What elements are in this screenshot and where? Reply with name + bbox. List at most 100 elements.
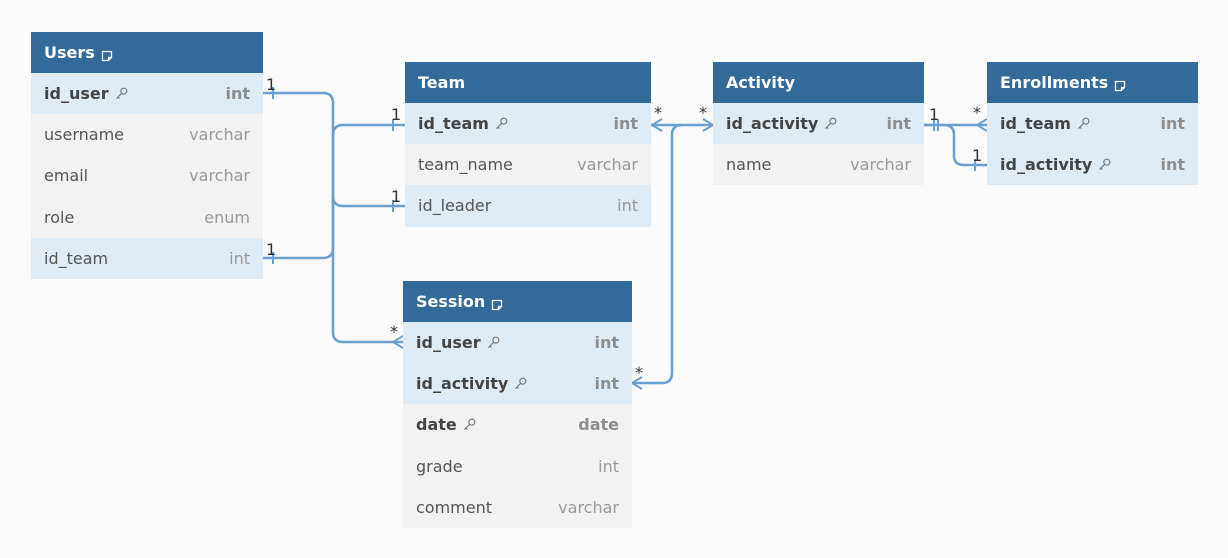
- field-name-text: id_team: [418, 114, 489, 134]
- field-name: id_user: [416, 333, 501, 352]
- field-name-text: comment: [416, 497, 493, 517]
- field-name: id_activity: [1000, 155, 1112, 174]
- field-type: int: [594, 374, 619, 394]
- table-field-row[interactable]: id_leader int: [405, 185, 651, 227]
- field-name-text: role: [44, 207, 75, 227]
- note-icon[interactable]: [1114, 77, 1126, 91]
- table-field-row[interactable]: id_activity int: [403, 363, 632, 405]
- field-type: varchar: [189, 125, 250, 145]
- field-name-text: id_team: [1000, 114, 1071, 134]
- table-field-row[interactable]: role enum: [31, 196, 263, 238]
- key-icon: [1097, 157, 1112, 172]
- field-type: int: [1160, 114, 1185, 134]
- enrollments-table-header[interactable]: Enrollments: [987, 62, 1198, 103]
- table-field-row[interactable]: id_activity int: [987, 144, 1198, 186]
- field-type: int: [617, 196, 638, 216]
- field-name-text: id_activity: [726, 114, 819, 134]
- table-field-row[interactable]: comment varchar: [403, 486, 632, 528]
- table-title: Team: [418, 73, 466, 92]
- session-table-header[interactable]: Session: [403, 281, 632, 322]
- field-type: int: [598, 456, 619, 476]
- relationship-line: [263, 123, 405, 260]
- field-type: varchar: [577, 155, 638, 175]
- note-icon[interactable]: [491, 296, 503, 310]
- field-name-text: email: [44, 166, 89, 186]
- field-type: enum: [204, 207, 250, 227]
- field-name-text: id_activity: [416, 374, 509, 394]
- field-type: int: [613, 114, 638, 134]
- field-name-text: id_user: [44, 84, 109, 104]
- field-name: comment: [416, 498, 492, 517]
- cardinality-label: *: [699, 103, 707, 122]
- field-name-text: username: [44, 125, 124, 145]
- field-type: int: [886, 114, 911, 134]
- field-type: varchar: [189, 166, 250, 186]
- field-type: int: [594, 333, 619, 353]
- key-icon: [823, 116, 838, 131]
- field-name-text: id_activity: [1000, 155, 1093, 175]
- table-field-row[interactable]: id_user int: [31, 73, 263, 115]
- field-name-text: team_name: [418, 155, 513, 175]
- field-name: id_team: [418, 114, 509, 133]
- field-name-text: id_team: [44, 248, 109, 268]
- field-name-text: name: [726, 155, 772, 175]
- table-field-row[interactable]: id_team int: [405, 103, 651, 145]
- relationship-line: [331, 196, 403, 344]
- field-type: int: [1160, 155, 1185, 175]
- relationship-line: [263, 91, 405, 208]
- cardinality-label: 1: [266, 75, 277, 94]
- cardinality-label: 1: [929, 105, 940, 124]
- field-type: varchar: [558, 497, 619, 517]
- field-name: team_name: [418, 155, 513, 174]
- table-title: Session: [416, 292, 486, 311]
- key-icon: [462, 417, 477, 432]
- table-field-row[interactable]: date date: [403, 404, 632, 446]
- table-field-row[interactable]: team_name varchar: [405, 144, 651, 186]
- table-field-row[interactable]: id_team int: [987, 103, 1198, 145]
- field-name: id_team: [44, 249, 108, 268]
- table-field-row[interactable]: id_team int: [31, 237, 263, 279]
- cardinality-label: 1: [972, 146, 983, 165]
- field-name: name: [726, 155, 771, 174]
- key-icon: [1076, 116, 1091, 131]
- table-field-row[interactable]: id_activity int: [713, 103, 924, 145]
- field-name: role: [44, 208, 74, 227]
- field-type: date: [578, 415, 619, 435]
- key-icon: [486, 335, 501, 350]
- cardinality-label: *: [390, 322, 398, 341]
- table-title: Activity: [726, 73, 795, 92]
- field-name: grade: [416, 457, 463, 476]
- cardinality-label: 1: [391, 187, 402, 206]
- field-type: int: [225, 84, 250, 104]
- team-table-header[interactable]: Team: [405, 62, 651, 103]
- cardinality-label: 1: [391, 105, 402, 124]
- key-icon: [114, 86, 129, 101]
- table-field-row[interactable]: username varchar: [31, 114, 263, 156]
- users-table-header[interactable]: Users: [31, 32, 263, 73]
- table-field-row[interactable]: id_user int: [403, 322, 632, 364]
- field-name-text: grade: [416, 456, 463, 476]
- field-name: date: [416, 415, 477, 434]
- cardinality-label: *: [654, 103, 662, 122]
- field-name-text: date: [416, 415, 457, 435]
- field-name: email: [44, 166, 88, 185]
- note-icon[interactable]: [101, 47, 113, 61]
- field-name-text: id_user: [416, 333, 481, 353]
- table-field-row[interactable]: email varchar: [31, 155, 263, 197]
- key-icon: [494, 116, 509, 131]
- field-name: id_leader: [418, 196, 491, 215]
- activity-table-header[interactable]: Activity: [713, 62, 924, 103]
- cardinality-label: *: [973, 103, 981, 122]
- cardinality-label: *: [635, 363, 643, 382]
- field-type: int: [229, 248, 250, 268]
- field-name: id_activity: [726, 114, 838, 133]
- table-field-row[interactable]: grade int: [403, 445, 632, 487]
- cardinality-label: 1: [266, 240, 277, 259]
